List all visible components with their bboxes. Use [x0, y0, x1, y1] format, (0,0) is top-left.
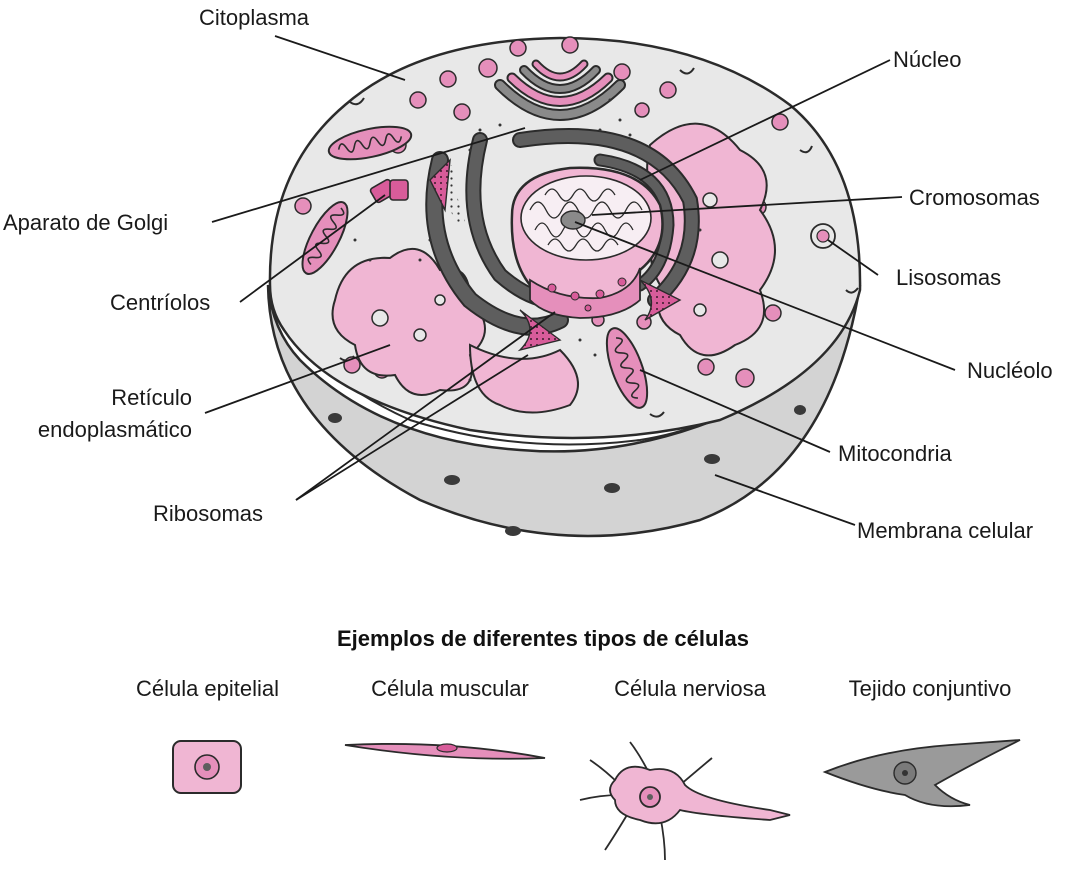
label-aparato-golgi: Aparato de Golgi — [3, 210, 168, 236]
label-tejido-conjuntivo: Tejido conjuntivo — [825, 676, 1035, 702]
nucleus — [512, 168, 663, 318]
epithelial-cell-drawing — [173, 741, 241, 793]
label-nucleo: Núcleo — [893, 47, 961, 73]
label-lisosomas: Lisosomas — [896, 265, 1001, 291]
connective-tissue-drawing — [825, 740, 1020, 806]
lysosome — [811, 224, 835, 248]
label-ribosomas: Ribosomas — [153, 501, 263, 527]
label-reticulo-line2: endoplasmático — [5, 417, 192, 443]
label-celula-muscular: Célula muscular — [345, 676, 555, 702]
nerve-cell-drawing — [580, 742, 790, 860]
label-membrana-celular: Membrana celular — [857, 518, 1033, 544]
label-mitocondria: Mitocondria — [838, 441, 952, 467]
label-centriolos: Centríolos — [110, 290, 210, 316]
nucleolus — [561, 211, 585, 229]
label-nucleolo: Nucléolo — [967, 358, 1053, 384]
label-citoplasma: Citoplasma — [199, 5, 309, 31]
label-celula-epitelial: Célula epitelial — [110, 676, 305, 702]
label-reticulo-line1: Retículo — [5, 385, 192, 411]
muscle-cell-drawing — [345, 744, 545, 759]
label-celula-nerviosa: Célula nerviosa — [590, 676, 790, 702]
examples-title: Ejemplos de diferentes tipos de células — [337, 626, 749, 652]
label-cromosomas: Cromosomas — [909, 185, 1040, 211]
